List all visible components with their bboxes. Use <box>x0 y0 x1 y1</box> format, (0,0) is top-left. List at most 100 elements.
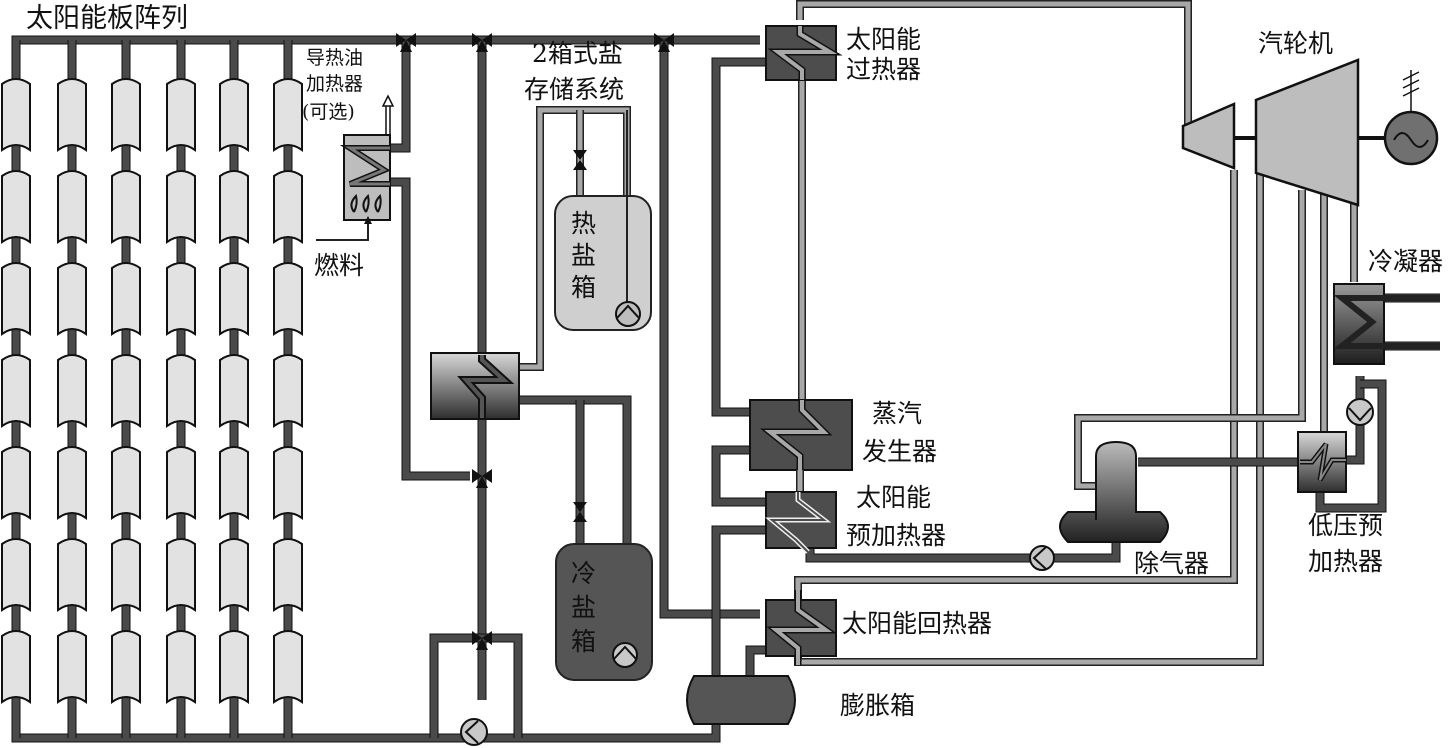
lp-preheater <box>1297 431 1347 493</box>
solar-collector-module <box>0 354 31 428</box>
solar-collector-module <box>57 354 87 428</box>
deaerator <box>1059 440 1169 543</box>
solar-collector-module <box>166 262 196 336</box>
cold-salt-tank <box>555 543 653 681</box>
oil-heater <box>316 42 470 481</box>
solar-collector-module <box>111 170 141 244</box>
valve-icon <box>573 150 587 170</box>
label-preheater-1: 太阳能 <box>856 483 931 512</box>
expansion-tank <box>686 675 796 725</box>
label-oil-heater-1: 导热油 <box>306 47 363 69</box>
salt-heat-exchanger <box>430 352 520 420</box>
valve-stem-icon <box>400 40 412 52</box>
solar-collector-module <box>57 78 87 152</box>
label-turbine: 汽轮机 <box>1258 29 1333 58</box>
label-cold-tank-2: 盐 <box>571 593 596 622</box>
label-storage-1: 2箱式盐 <box>532 39 623 68</box>
solar-collector-module <box>111 262 141 336</box>
solar-collector-module <box>219 170 249 244</box>
solar-collector-module <box>166 446 196 520</box>
label-preheater-2: 预加热器 <box>846 521 946 550</box>
label-deaerator: 除气器 <box>1134 549 1209 578</box>
solar-collector-module <box>219 446 249 520</box>
label-storage-2: 存储系统 <box>524 75 624 104</box>
solar-collector-module <box>166 170 196 244</box>
fuel-arrow-icon <box>364 216 372 224</box>
solar-collector-module <box>219 538 249 612</box>
solar-collector-module <box>111 630 141 704</box>
label-oil-heater-2: 加热器 <box>306 73 363 95</box>
solar-reheater <box>765 590 837 665</box>
solar-collector-module <box>0 538 31 612</box>
solar-collector-module <box>166 538 196 612</box>
solar-collector-module <box>0 446 31 520</box>
solar-collector-module <box>0 630 31 704</box>
solar-collector-module <box>0 262 31 336</box>
label-hot-tank-3: 箱 <box>571 273 596 302</box>
power-line-icon <box>1402 71 1420 97</box>
solar-collector-module <box>1 78 31 152</box>
valve-icon <box>573 502 587 522</box>
hot-salt-tank <box>554 110 652 331</box>
generator-icon <box>1383 110 1439 166</box>
label-superheater-1: 太阳能 <box>846 25 921 54</box>
flame-icon <box>350 194 382 213</box>
solar-collector-module <box>273 262 303 336</box>
solar-collector-module <box>111 78 141 152</box>
valves <box>396 33 674 650</box>
labels: 太阳能板阵列 导热油 加热器 (可选) 燃料 2箱式盐 存储系统 热 盐 箱 冷… <box>26 3 1443 720</box>
solar-collector-module <box>273 538 303 612</box>
solar-collector-module <box>57 170 87 244</box>
exhaust-arrow-icon <box>381 94 395 107</box>
solar-collector-module <box>166 354 196 428</box>
label-superheater-2: 过热器 <box>846 55 921 84</box>
valve-stem-icon <box>476 40 488 52</box>
feedwater-pump-icon <box>1029 545 1055 571</box>
valve-stem-icon <box>658 40 670 52</box>
solar-collector-module <box>111 354 141 428</box>
solar-collector-array <box>0 35 760 743</box>
solar-superheater <box>765 25 843 81</box>
label-oil-heater-3: (可选) <box>302 101 355 123</box>
solar-collector-module <box>57 262 87 336</box>
solar-preheater <box>765 491 837 554</box>
solar-collector-module <box>57 446 87 520</box>
label-cold-tank-3: 箱 <box>571 627 596 656</box>
steam-turbine <box>1181 58 1386 207</box>
cold-salt-pump-icon <box>612 642 638 668</box>
label-condenser: 冷凝器 <box>1368 247 1443 276</box>
solar-collector-module <box>219 630 249 704</box>
hot-salt-pump-icon <box>615 301 641 327</box>
solar-collector-module <box>111 446 141 520</box>
label-hot-tank-2: 盐 <box>571 241 596 270</box>
solar-collector-module <box>166 630 196 704</box>
condensate-pump-icon <box>1346 398 1374 426</box>
solar-collector-module <box>1 170 31 244</box>
steam-generator <box>749 399 853 492</box>
solar-collector-module <box>273 446 303 520</box>
solar-collector-module <box>57 538 87 612</box>
label-hot-tank-1: 热 <box>571 209 596 238</box>
label-steam-gen-2: 发生器 <box>862 437 937 466</box>
label-lp-preheater-2: 加热器 <box>1308 547 1383 576</box>
valve-stem-icon <box>476 476 488 488</box>
label-cold-tank-1: 冷 <box>571 559 596 588</box>
solar-collector-module <box>273 78 303 152</box>
solar-collector-module <box>273 170 303 244</box>
solar-collector-module <box>273 630 303 704</box>
label-reheater: 太阳能回热器 <box>842 609 992 638</box>
label-lp-preheater-1: 低压预 <box>1308 511 1383 540</box>
solar-collector-module <box>273 354 303 428</box>
label-solar-array: 太阳能板阵列 <box>26 3 188 34</box>
solar-collector-module <box>219 354 249 428</box>
valve-stem-icon <box>476 638 488 650</box>
label-fuel: 燃料 <box>314 251 364 280</box>
solar-collector-module <box>111 538 141 612</box>
solar-collector-module <box>219 262 249 336</box>
htf-pump-icon <box>460 718 488 746</box>
solar-collector-module <box>57 630 87 704</box>
label-steam-gen-1: 蒸汽 <box>872 399 922 428</box>
label-expansion-tank: 膨胀箱 <box>840 691 915 720</box>
solar-collector-module <box>166 78 196 152</box>
